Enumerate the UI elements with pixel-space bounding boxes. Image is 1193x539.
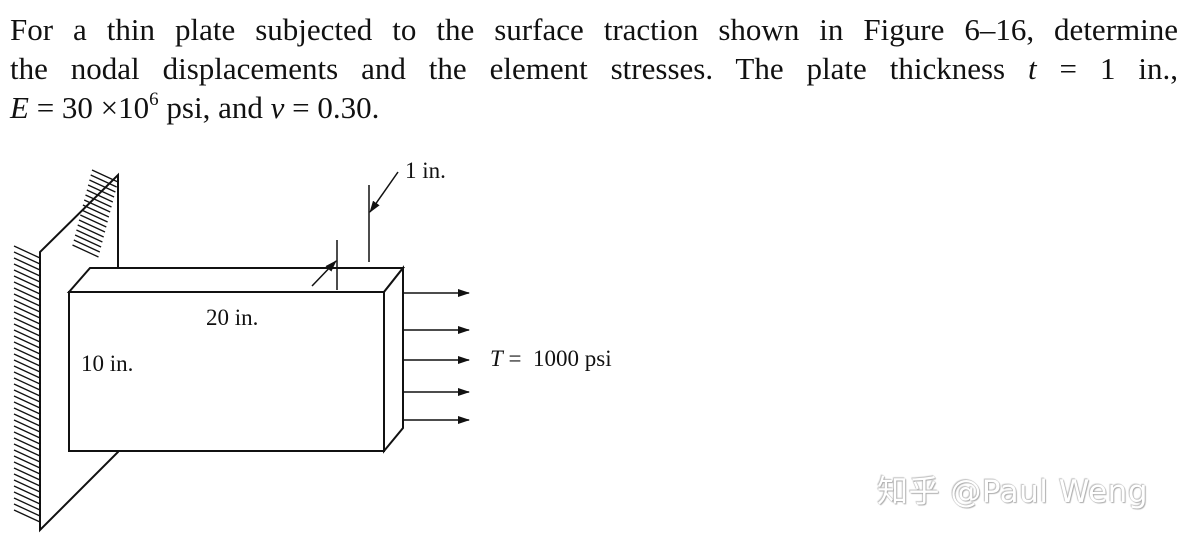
hatch-line: [13, 449, 41, 463]
hatch-line: [73, 239, 101, 253]
hatch-line: [13, 311, 41, 325]
hatch-line: [83, 199, 111, 213]
hatch-line: [13, 383, 41, 397]
traction-value: = 1000 psi: [503, 346, 612, 371]
thickness-leader-arrow: [369, 171, 399, 213]
hatch-line: [13, 365, 41, 379]
hatch-line: [13, 281, 41, 295]
hatch-line: [13, 353, 41, 367]
plate-front-face: [68, 291, 385, 452]
hatch-line: [13, 275, 41, 289]
hatch-line: [13, 443, 41, 457]
hatch-line: [13, 395, 41, 409]
plate-figure: 1 in. 20 in. 10 in. T = 1000 psi: [13, 158, 612, 533]
hatch-line: [85, 194, 112, 208]
hatch-line: [13, 323, 41, 337]
hatch-line: [13, 245, 41, 259]
hatch-line: [13, 455, 41, 469]
hatch-line: [81, 209, 108, 223]
thickness-arrow: [311, 260, 337, 287]
thin-plate: [66, 265, 406, 454]
hatch-line: [13, 473, 41, 487]
hatch-line: [13, 425, 41, 439]
hatch-line: [13, 347, 41, 361]
wall-hatching: [13, 169, 119, 523]
hatch-line: [13, 359, 41, 373]
hatch-line: [76, 229, 103, 243]
hatch-line: [77, 224, 104, 238]
hatch-line: [13, 491, 41, 505]
problem-text: psi, and: [158, 90, 271, 125]
hatch-line: [13, 251, 41, 265]
hatch-line: [13, 461, 41, 475]
problem-line-1: For a thin plate subjected to the surfac…: [10, 12, 1178, 47]
problem-text: = 1 in.,: [1036, 51, 1178, 86]
hatch-line: [87, 184, 115, 198]
hatch-line: [78, 219, 106, 233]
hatch-line: [13, 263, 41, 277]
hatch-line: [13, 389, 41, 403]
traction-variable: T: [490, 346, 505, 371]
hatch-line: [13, 335, 41, 349]
traction-arrows: [403, 289, 470, 424]
hatch-line: [13, 431, 41, 445]
hatch-line: [90, 174, 117, 188]
thickness-label: 1 in.: [405, 158, 446, 183]
hatch-line: [13, 371, 41, 385]
hatch-line: [86, 189, 114, 203]
problem-line-3: E = 30 ×106 psi, and ν = 0.30.: [10, 88, 1178, 127]
hatch-line: [72, 244, 99, 258]
hatch-line: [13, 305, 41, 319]
hatch-line: [74, 234, 102, 248]
plate-side-face: [383, 265, 404, 454]
hatch-line: [13, 317, 41, 331]
fixed-wall: [13, 169, 119, 533]
hatch-line: [13, 299, 41, 313]
watermark: 知乎 @Paul Weng: [877, 474, 1148, 510]
thickness-variable: t: [1028, 51, 1037, 86]
modulus-variable: E: [10, 90, 29, 125]
problem-text: = 0.30.: [284, 90, 380, 125]
width-label: 20 in.: [206, 305, 258, 330]
hatch-line: [13, 407, 41, 421]
hatch-line: [13, 257, 41, 271]
hatch-line: [13, 269, 41, 283]
hatch-line: [91, 169, 119, 183]
hatch-line: [13, 401, 41, 415]
exponent: 6: [149, 89, 159, 110]
hatch-line: [82, 204, 110, 218]
hatch-line: [13, 419, 41, 433]
hatch-line: [13, 293, 41, 307]
hatch-line: [13, 287, 41, 301]
problem-text: the nodal displacements and the element …: [10, 51, 1029, 86]
traction-label: T = 1000 psi: [490, 346, 612, 371]
problem-line-2: the nodal displacements and the element …: [10, 49, 1178, 88]
hatch-line: [13, 479, 41, 493]
hatch-line: [89, 179, 116, 193]
hatch-line: [13, 503, 41, 517]
hatch-line: [13, 467, 41, 481]
hatch-line: [13, 329, 41, 343]
hatch-line: [13, 341, 41, 355]
hatch-line: [13, 485, 41, 499]
height-label: 10 in.: [81, 351, 133, 376]
problem-text: = 30 ×10: [28, 90, 150, 125]
problem-statement: For a thin plate subjected to the surfac…: [10, 10, 1178, 127]
hatch-line: [13, 377, 41, 391]
hatch-line: [13, 413, 41, 427]
hatch-line: [13, 437, 41, 451]
poisson-variable: ν: [270, 90, 285, 125]
hatch-line: [13, 509, 41, 523]
hatch-line: [13, 497, 41, 511]
plate-top-face: [66, 267, 406, 293]
hatch-line: [80, 214, 107, 228]
thickness-dimension: [311, 171, 399, 290]
